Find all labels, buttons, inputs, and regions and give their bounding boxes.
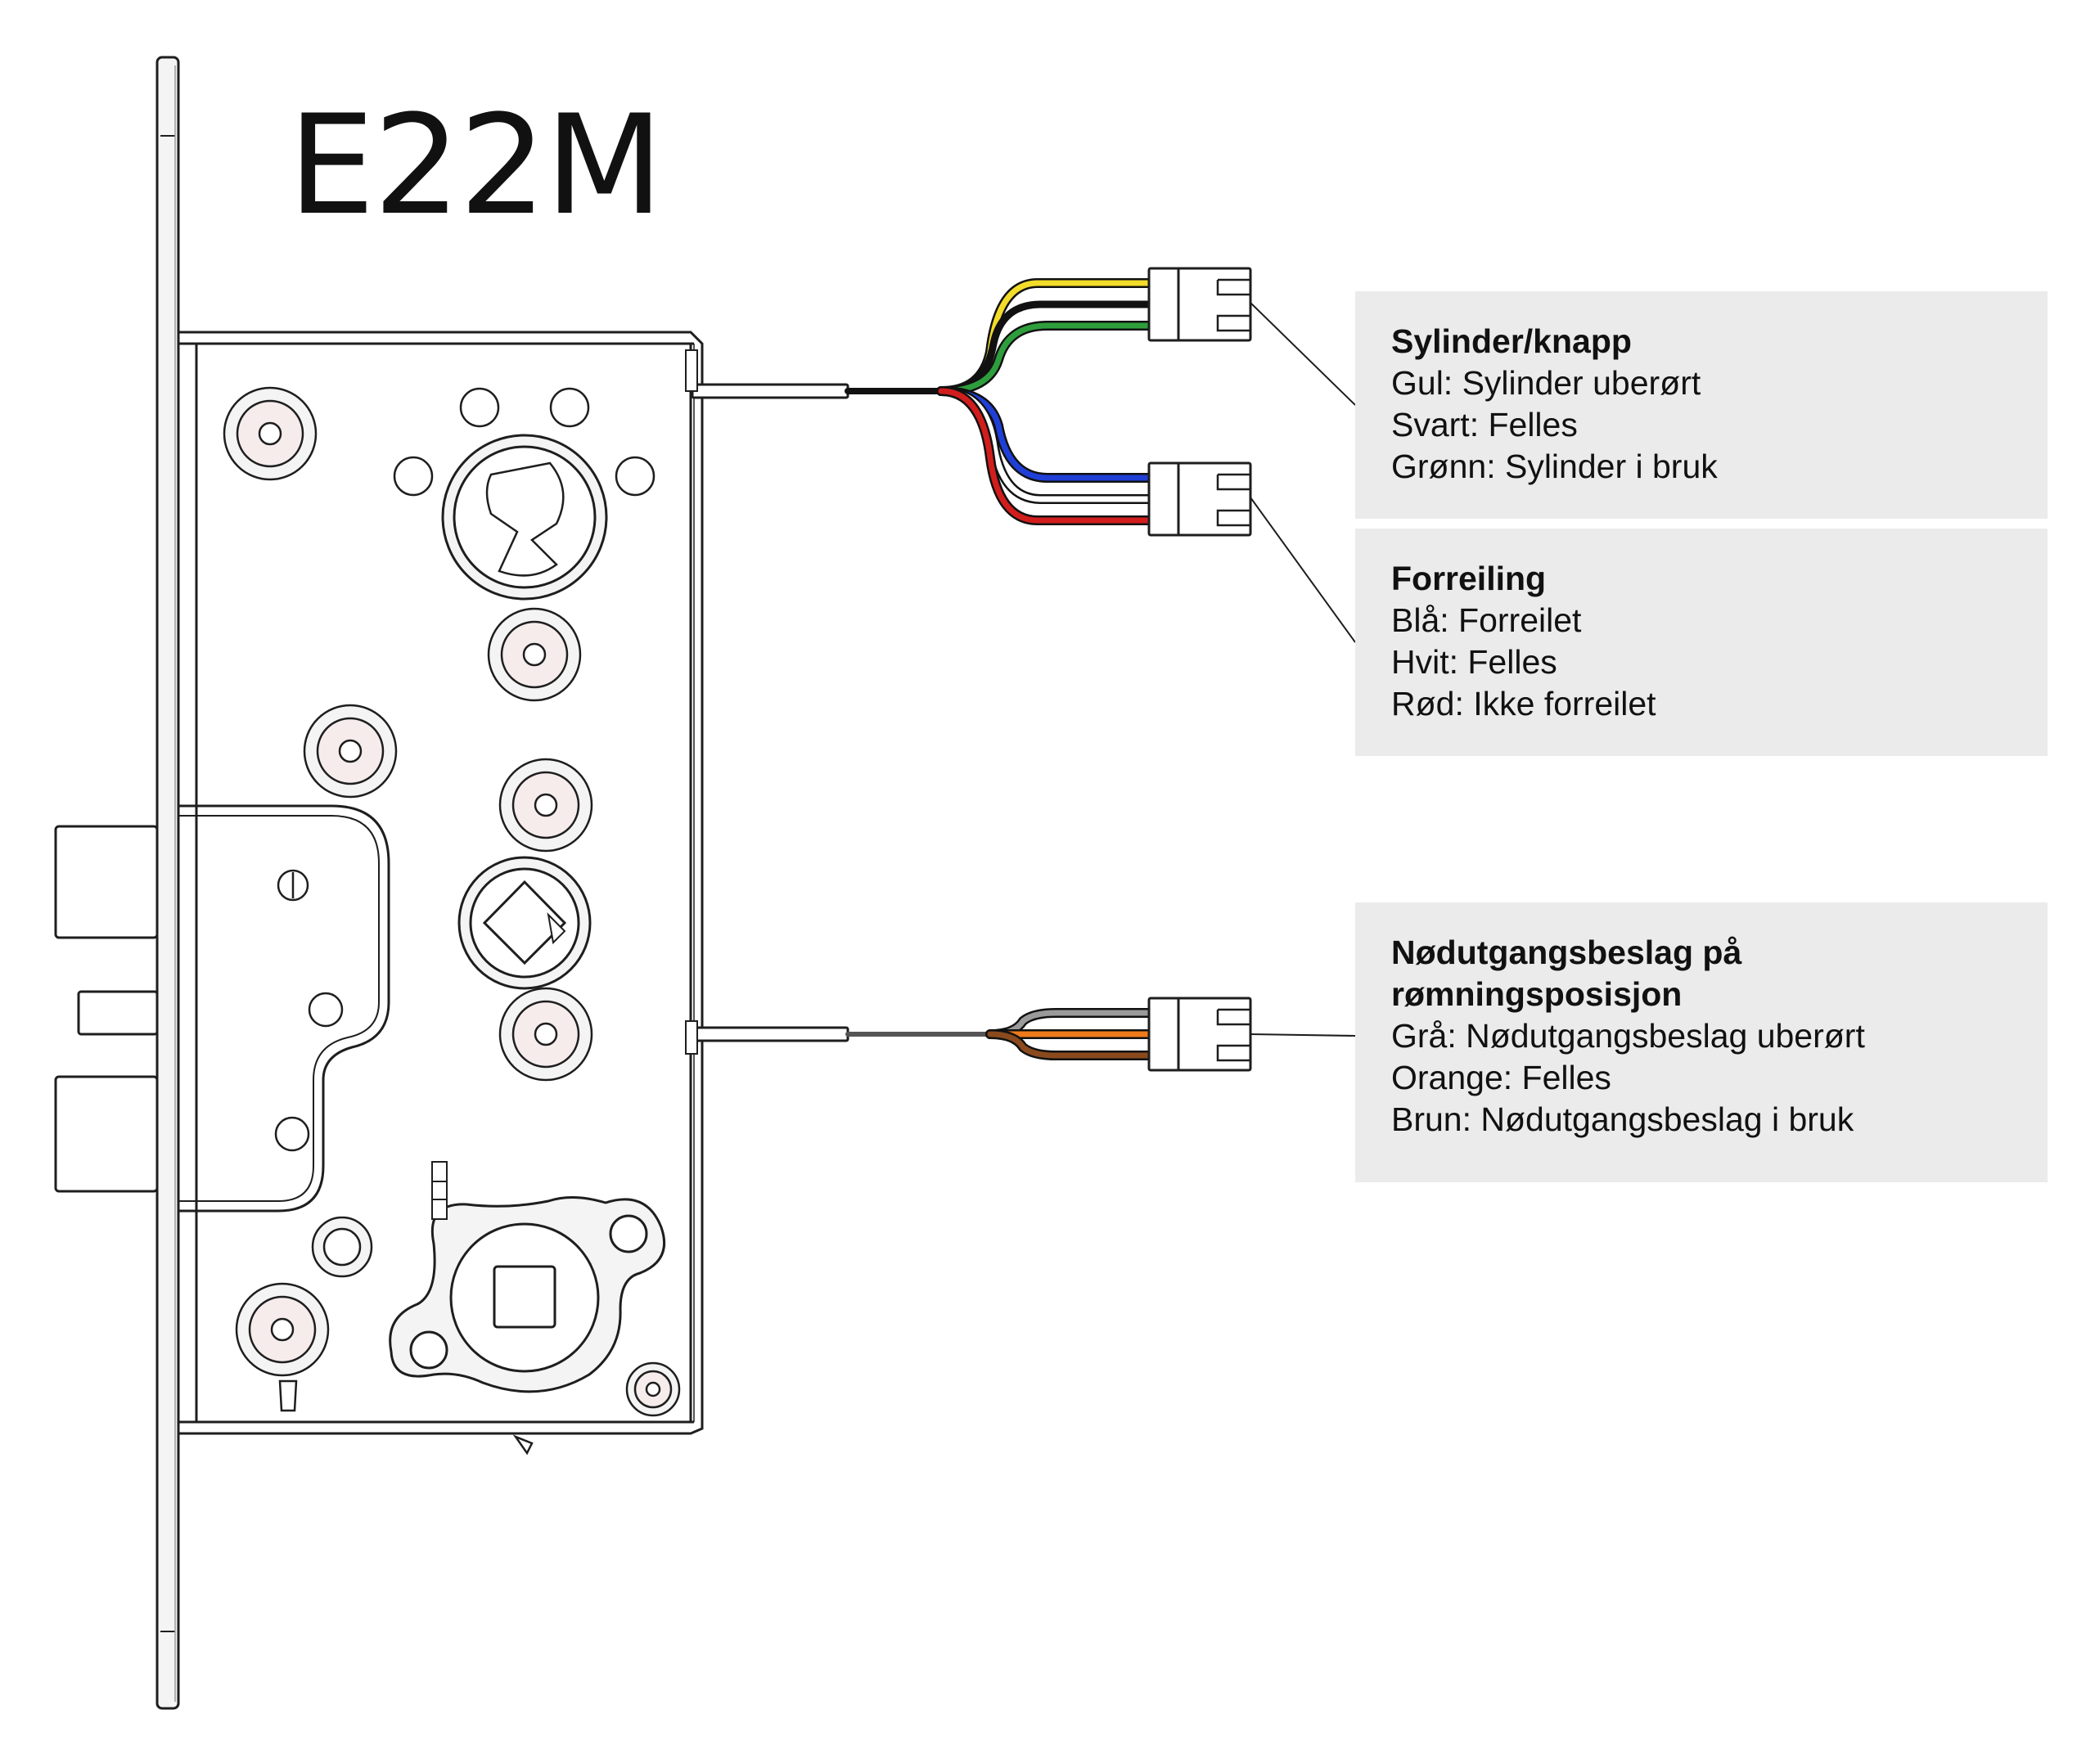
connectors — [1147, 267, 1252, 1072]
legend-cylinder: Sylinder/knapp Gul: Sylinder uberørt Sva… — [1355, 291, 2048, 519]
legend-deadlock: Forreiling Blå: Forreilet Hvit: Felles R… — [1355, 529, 2048, 756]
legend-emergency-heading: rømningsposisjon — [1391, 975, 1683, 1013]
legend-deadlock-line: Rød: Ikke forreilet — [1391, 685, 1656, 722]
legend-cylinder-line: Gul: Sylinder uberørt — [1391, 364, 1701, 402]
screw-7 — [625, 1361, 681, 1417]
page-title: E22M — [288, 85, 664, 245]
legend-deadlock-line: Hvit: Felles — [1391, 643, 1557, 681]
latch-bolts — [54, 825, 159, 1193]
square-follower — [457, 856, 592, 990]
screw-6 — [235, 1282, 330, 1377]
legend-emergency: Nødutgangsbeslag på rømningsposisjon Grå… — [1355, 902, 2048, 1182]
legend-cylinder-heading: Sylinder/knapp — [1391, 322, 1632, 360]
wire-harness-2 — [845, 1008, 1157, 1060]
cylinder-follower — [441, 434, 608, 601]
connector-cylinder — [1147, 267, 1252, 342]
screw-4 — [498, 758, 593, 853]
legend-emergency-line: Orange: Felles — [1391, 1059, 1611, 1096]
legend-cylinder-line: Grønn: Sylinder i bruk — [1391, 448, 1718, 485]
connector-deadlock — [1147, 461, 1252, 537]
screw-3 — [303, 704, 398, 799]
legend-deadlock-heading: Forreiling — [1391, 560, 1547, 597]
screw-2 — [487, 607, 582, 702]
connector-emergency — [1147, 997, 1252, 1072]
forend-plate — [155, 56, 180, 1710]
screw-1 — [223, 386, 318, 481]
legend-emergency-line: Brun: Nødutgangsbeslag i bruk — [1391, 1100, 1854, 1138]
leader-lines — [1250, 302, 1356, 1037]
legend-deadlock-line: Blå: Forreilet — [1391, 601, 1582, 639]
small-parts — [278, 1216, 534, 1456]
handle-hub — [389, 1161, 666, 1393]
legend-cylinder-line: Svart: Felles — [1391, 406, 1578, 443]
torx-screws — [223, 386, 681, 1417]
screw-5 — [498, 987, 593, 1082]
holes — [274, 387, 656, 1152]
legend-emergency-line: Grå: Nødutgangsbeslag uberørt — [1391, 1017, 1865, 1055]
lock-case — [177, 331, 849, 1435]
legend-emergency-heading: Nødutgangsbeslag på — [1391, 934, 1742, 971]
wire-harness-1 — [845, 278, 1157, 525]
